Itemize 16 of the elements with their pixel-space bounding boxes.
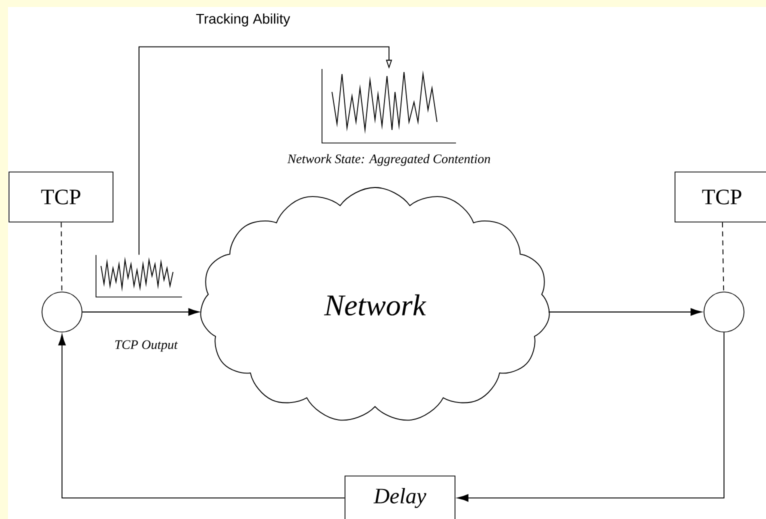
arrow [548, 308, 702, 316]
arrow [58, 334, 346, 498]
waveform-drawing [96, 254, 182, 298]
node-label: Network State: Aggregated Contention [287, 154, 490, 166]
junction-circle [42, 292, 82, 332]
network-cloud: Network [200, 187, 550, 421]
arrow [457, 332, 724, 502]
arrow [138, 46, 392, 256]
waveform-drawing [322, 68, 456, 144]
junction-circle [704, 292, 744, 332]
process-box: TCP [674, 172, 766, 222]
edge-label: Tracking Ability [194, 12, 292, 28]
arrow [82, 308, 200, 316]
process-box: TCP [8, 172, 114, 222]
process-box: Delay [344, 476, 456, 519]
edge-label: TCP Output [113, 339, 179, 353]
